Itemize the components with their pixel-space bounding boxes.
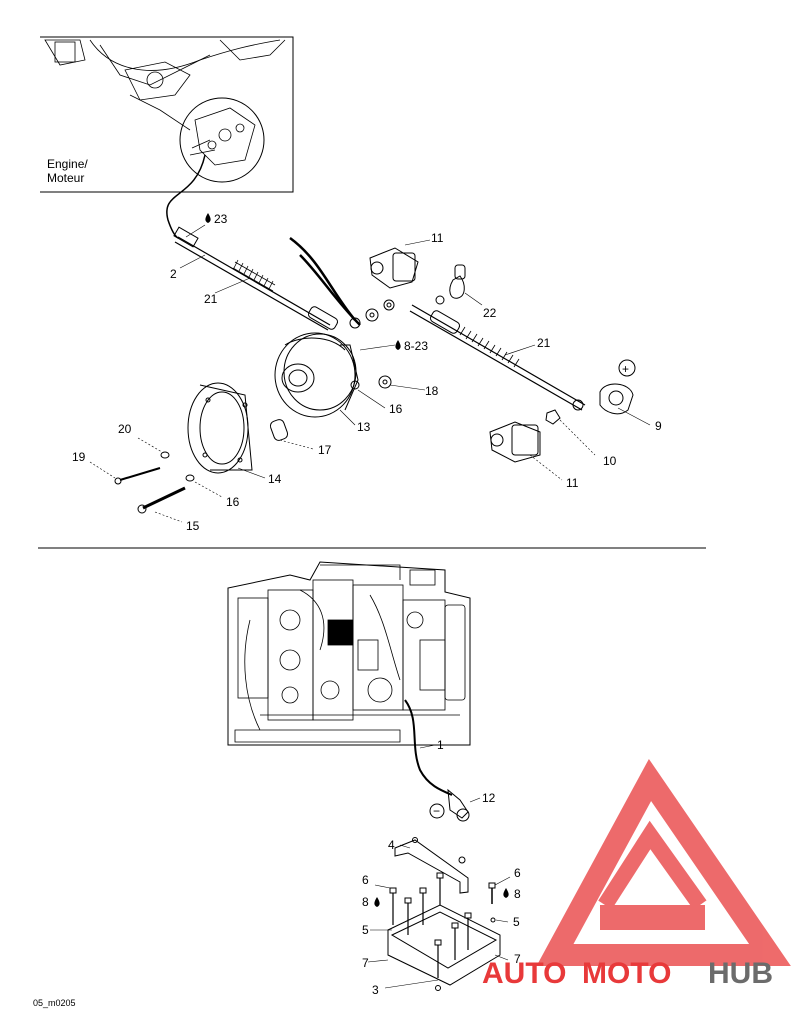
- callout-11-lower: 11: [566, 476, 579, 490]
- callout-15: 15: [186, 519, 200, 533]
- callout-8-left: 8: [362, 895, 369, 909]
- terminal-clamp-12: [456, 808, 470, 822]
- negative-terminal-symbol: [429, 803, 445, 819]
- callout-2: 2: [170, 267, 177, 281]
- callout-11-upper: 11: [431, 231, 444, 245]
- callout-16-lower: 16: [226, 495, 240, 509]
- callout-8-right: 8: [514, 887, 521, 901]
- engine-inset: Engine/ Moteur: [40, 36, 294, 193]
- callout-14: 14: [268, 472, 282, 486]
- battery-cable: [404, 699, 453, 796]
- upper-assembly: [114, 226, 634, 514]
- callout-6-right: 6: [514, 866, 521, 880]
- throttle-cable: [166, 154, 206, 239]
- grease-drop-icon-b: [395, 340, 401, 350]
- callout-21-right: 21: [537, 336, 551, 350]
- minus-symbol: −: [433, 804, 440, 818]
- watermark-logo: [536, 758, 791, 966]
- callout-17: 17: [318, 443, 332, 457]
- cable-end: [447, 788, 469, 819]
- grease-drop-icon-a: [205, 213, 211, 223]
- watermark-auto: AUTO: [482, 957, 566, 990]
- callout-4: 4: [388, 838, 395, 852]
- grease-drop-icon-d: [503, 888, 509, 898]
- callout-3: 3: [372, 983, 379, 997]
- callout-9: 9: [655, 419, 662, 433]
- callout-20: 20: [118, 422, 132, 436]
- battery-tray: [387, 837, 501, 991]
- callout-8-23: 8-23: [404, 339, 428, 353]
- positive-terminal-symbol: [618, 359, 636, 377]
- inset-label-line1: Engine/: [47, 157, 88, 171]
- watermark-moto: MOTO: [582, 957, 671, 990]
- callout-7-right: 7: [514, 952, 521, 966]
- callout-10: 10: [603, 454, 617, 468]
- callout-13: 13: [357, 420, 371, 434]
- callout-5-left: 5: [362, 923, 369, 937]
- upper-callouts: 23 11 2 21 22 21 8-23 18 16 13 9 20 17 1…: [72, 212, 662, 533]
- callout-19: 19: [72, 450, 86, 464]
- lower-callouts: 1 12 4 6 6 8 8 5 5 7 7 3: [362, 738, 521, 997]
- engine-view: [227, 561, 471, 746]
- callout-18: 18: [425, 384, 439, 398]
- watermark-hub: HUB: [708, 957, 773, 990]
- figure-code: 05_m0205: [33, 998, 76, 1008]
- callout-6-left: 6: [362, 873, 369, 887]
- lower-leaders: [367, 744, 511, 989]
- watermark-text: AUTO MOTO HUB: [482, 957, 773, 990]
- plus-symbol: +: [622, 362, 629, 376]
- callout-21-left: 21: [204, 292, 218, 306]
- callout-7-left: 7: [362, 956, 369, 970]
- inset-label-line2: Moteur: [47, 171, 84, 185]
- callout-1: 1: [437, 738, 444, 752]
- grease-drop-icon-c: [374, 897, 380, 907]
- callout-12: 12: [482, 791, 496, 805]
- callout-16-upper: 16: [389, 402, 403, 416]
- callout-23: 23: [214, 212, 228, 226]
- upper-leaders: [89, 224, 651, 523]
- callout-5-right: 5: [513, 915, 520, 929]
- callout-22: 22: [483, 306, 497, 320]
